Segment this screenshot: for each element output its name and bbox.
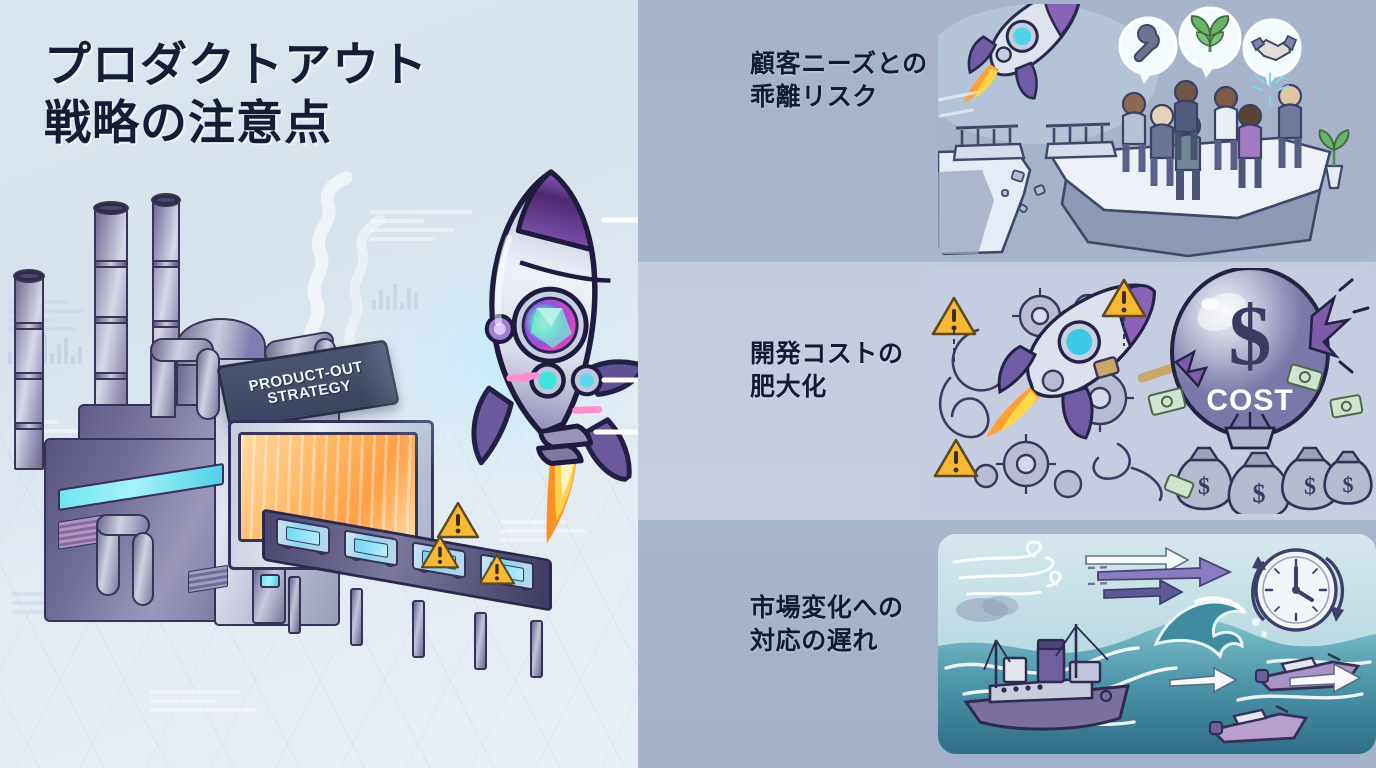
thought-bubble-handshake bbox=[1242, 18, 1302, 86]
smokestack bbox=[13, 269, 45, 470]
thought-bubble-plant bbox=[1178, 6, 1242, 78]
svg-text:$: $ bbox=[1304, 474, 1316, 500]
speedboat bbox=[1208, 704, 1309, 744]
factory-pipe bbox=[132, 532, 154, 606]
page-title: プロダクトアウト 戦略の注意点 bbox=[44, 36, 428, 153]
panel-3-label: 市場変化への 対応の遅れ bbox=[750, 594, 904, 655]
svg-text:$: $ bbox=[1253, 479, 1266, 508]
svg-text:$: $ bbox=[1198, 474, 1210, 500]
customer-group bbox=[1121, 79, 1303, 200]
falling-rubble bbox=[1001, 169, 1046, 214]
conveyor-belt bbox=[262, 508, 562, 678]
potted-plant bbox=[1318, 128, 1350, 190]
market-arrow bbox=[1169, 666, 1238, 694]
page-title-line1: プロダクトアウト bbox=[44, 38, 428, 91]
tech-text-deco bbox=[500, 520, 596, 547]
panel-2: 開発コストの 肥大化 bbox=[638, 262, 1376, 520]
warning-triangle-icon bbox=[933, 438, 979, 478]
balloon-cost-label: COST bbox=[1206, 384, 1293, 417]
tech-text-deco bbox=[150, 690, 270, 717]
panel-1-scene bbox=[938, 4, 1376, 258]
flying-money bbox=[1147, 363, 1364, 499]
market-arrow bbox=[1289, 662, 1362, 694]
panel-2-scene: $ COST $ $ bbox=[920, 268, 1376, 514]
page-title-line2: 戦略の注意点 bbox=[44, 96, 332, 150]
sparkle-icon bbox=[1250, 72, 1290, 108]
control-box-screen bbox=[260, 574, 280, 588]
money-bags: $ $ $ $ bbox=[1175, 446, 1373, 514]
panel-2-label: 開発コストの 肥大化 bbox=[750, 340, 904, 401]
cost-balloon: $ COST bbox=[1170, 268, 1370, 450]
factory-control-box bbox=[252, 566, 286, 624]
factory-pipe bbox=[96, 514, 150, 536]
big-wave bbox=[1153, 600, 1245, 660]
central-rocket bbox=[378, 169, 698, 544]
panel-3: 市場変化への 対応の遅れ bbox=[638, 520, 1376, 768]
warning-triangle-icon bbox=[420, 535, 460, 569]
wind-lines bbox=[952, 540, 1062, 596]
panel-1-label: 顧客ニーズとの 乖離リスク bbox=[750, 50, 928, 111]
slow-steamship bbox=[963, 624, 1130, 731]
left-cliff bbox=[938, 124, 1032, 256]
panel-3-scene bbox=[938, 534, 1376, 754]
balloon-dollar-symbol: $ bbox=[1229, 287, 1272, 383]
market-arrows bbox=[1085, 546, 1233, 606]
panel-1: 顧客ニーズとの 乖離リスク bbox=[638, 0, 1376, 262]
rocket-illustration bbox=[471, 169, 647, 544]
factory-pipe bbox=[196, 348, 220, 420]
clock-icon bbox=[1251, 548, 1345, 632]
thought-bubble-wrench bbox=[1118, 16, 1178, 84]
warning-triangle-icon bbox=[436, 501, 480, 539]
svg-text:$: $ bbox=[1343, 472, 1354, 497]
warning-triangle-icon bbox=[478, 553, 516, 585]
